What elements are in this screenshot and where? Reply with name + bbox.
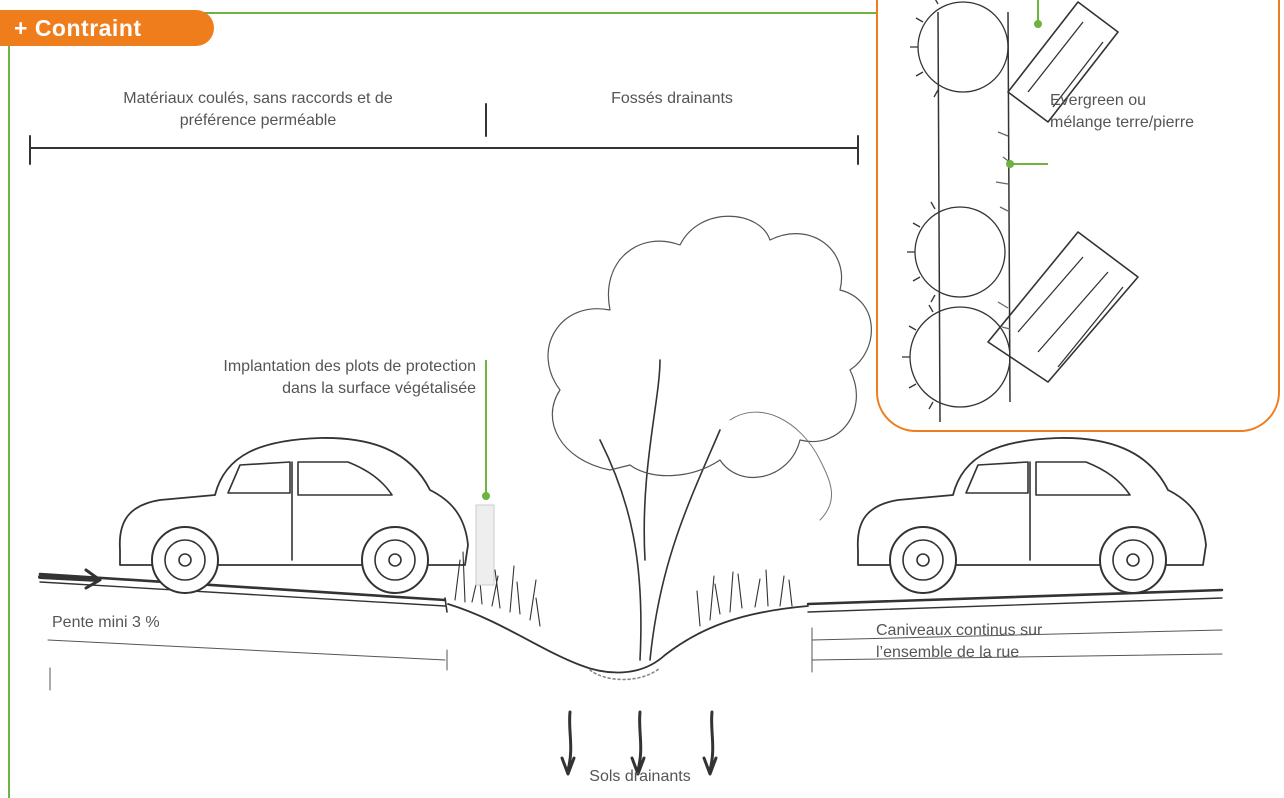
inset-label-line1: Evergreen ou [1050, 92, 1147, 109]
inset-label-line2: mélange terre/pierre [1050, 114, 1195, 131]
tree [547, 215, 872, 661]
dimension-bar [29, 103, 859, 165]
car-right [856, 437, 1207, 594]
parking-plan-inset: Evergreen ou mélange terre/pierre [876, 0, 1280, 432]
inset-evergreen-label: Evergreen ou mélange terre/pierre [1050, 90, 1194, 134]
gutters-label-line2: l’ensemble de la rue [876, 644, 1020, 661]
slope-label: Pente mini 3 % [52, 614, 160, 631]
infiltration-arrows-icon [560, 710, 718, 776]
ditches-label: Fossés drainants [611, 90, 733, 107]
soils-label: Sols drainants [589, 768, 691, 785]
frame-top-line [200, 12, 880, 14]
parking-plan-sketch [902, 0, 1139, 423]
shrub-icons [902, 0, 1011, 410]
contraint-badge: + Contraint [0, 10, 214, 46]
frame-left-line [8, 24, 10, 798]
gutters-label-line1: Caniveaux continus sur [876, 622, 1043, 639]
protection-bollard [475, 504, 495, 586]
bollard-leader-line [482, 360, 490, 500]
grass-tufts [454, 551, 793, 627]
materials-label-line1: Matériaux coulés, sans raccords et de [123, 90, 393, 107]
materials-label: Matériaux coulés, sans raccords et de pr… [30, 88, 486, 132]
bollards-label-line2: dans la surface végétalisée [282, 380, 476, 397]
materials-label-line2: préférence perméable [179, 112, 337, 129]
bollards-label: Implantation des plots de protection dan… [100, 356, 476, 400]
road-right [806, 588, 1224, 613]
gutters-label: Caniveaux continus sur l’ensemble de la … [876, 620, 1042, 664]
inset-leader-lines [1006, 0, 1048, 168]
flow-arrow-icon [38, 568, 102, 590]
drainage-ditch [447, 603, 809, 674]
parked-car-top [1007, 1, 1119, 123]
car-left [118, 437, 469, 594]
road-left [38, 572, 448, 613]
bollards-label-line1: Implantation des plots de protection [223, 358, 476, 375]
parked-car-bottom [987, 231, 1139, 383]
